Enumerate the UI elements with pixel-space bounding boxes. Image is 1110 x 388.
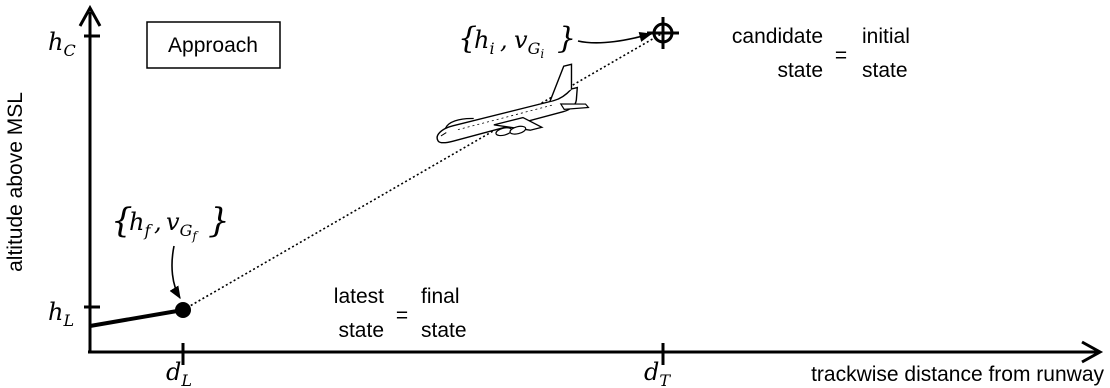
flown-path-segment: [89, 308, 184, 328]
y-axis: [78, 4, 102, 352]
approach-box: Approach: [146, 21, 281, 69]
initial-label: initial: [862, 25, 910, 48]
tick-label-dL: dL: [166, 358, 192, 388]
initial-state-label: state: [862, 59, 908, 82]
brace-close: }: [557, 21, 576, 56]
initial-tuple-arrow: [577, 31, 653, 44]
comma: ,: [500, 26, 508, 54]
airplane-icon: [436, 63, 590, 144]
final-v: vGf: [166, 208, 199, 243]
initial-state-tuple: { hi , vGi }: [458, 21, 576, 61]
final-state-label: state: [421, 319, 467, 342]
brace-open: {: [458, 21, 477, 56]
final-state-tuple: { hf , vGf }: [111, 201, 230, 243]
crosshair-target-icon: [647, 17, 679, 49]
y-axis-label: altitude above MSL: [4, 92, 27, 272]
final-h: hf: [129, 208, 153, 240]
final-tuple-arrow: [169, 245, 181, 300]
projected-path-dotted: [182, 32, 664, 311]
approach-label: Approach: [168, 34, 258, 57]
y-axis-arrowhead: [78, 4, 102, 27]
latest-state-label: state: [338, 319, 384, 342]
candidate-equals-initial: candidate state = initial state: [732, 25, 910, 82]
latest-label: latest: [334, 285, 384, 308]
brace-close: }: [208, 201, 230, 241]
final-state-point: [175, 302, 191, 318]
x-axis: [88, 340, 1104, 364]
x-axis-arrowhead: [1081, 340, 1104, 364]
initial-v: vGi: [514, 26, 544, 61]
tick-label-hC: hC: [48, 28, 76, 60]
final-label: final: [421, 285, 460, 308]
tick-label-hL: hL: [48, 298, 74, 330]
latest-equals-final: latest state = final state: [334, 285, 467, 342]
equals-sign: =: [396, 304, 408, 327]
comma: ,: [154, 208, 162, 236]
brace-open: {: [111, 201, 133, 241]
tick-label-dT: dT: [644, 358, 671, 388]
equals-sign: =: [835, 44, 847, 67]
initial-h: hi: [474, 26, 495, 58]
x-axis-label: trackwise distance from runway: [811, 363, 1104, 386]
candidate-label: candidate: [732, 25, 823, 48]
candidate-state-label: state: [777, 59, 823, 82]
